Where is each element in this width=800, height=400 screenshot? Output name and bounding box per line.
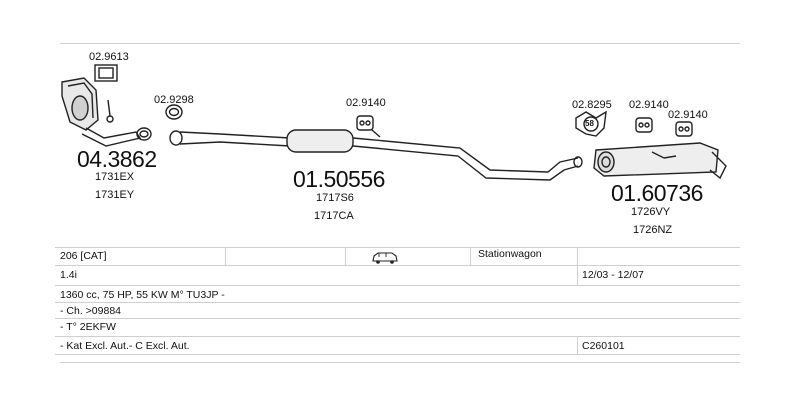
chassis-cell: - Ch. >09884	[60, 305, 122, 317]
row-line	[55, 247, 740, 248]
rubber-badge: 58	[585, 119, 594, 128]
rear-code-2: 1726NZ	[633, 224, 673, 236]
gasket-icon[interactable]	[94, 64, 118, 82]
clamp-icon[interactable]	[136, 127, 152, 141]
code-clamp-left[interactable]: 02.9298	[154, 94, 194, 106]
note-cell: - Kat Excl. Aut.- C Excl. Aut.	[60, 340, 190, 352]
exhaust-drawing	[61, 64, 727, 181]
cat-code-2: 1731EY	[95, 189, 135, 201]
code-rubber[interactable]: 02.8295	[572, 99, 612, 111]
col-line	[470, 247, 471, 265]
catalog-cell: C260101	[582, 340, 625, 352]
hanger-right2-icon[interactable]	[675, 121, 693, 137]
cat-code-1: 1731EX	[95, 171, 135, 183]
part-number-rear[interactable]: 01.60736	[611, 180, 703, 206]
middle-code-2: 1717CA	[314, 210, 354, 222]
spec-cell: 1360 cc, 75 HP, 55 KW M° TU3JP -	[60, 289, 225, 301]
catalytic-converter-icon[interactable]	[61, 77, 142, 147]
rear-code-1: 1726VY	[631, 206, 671, 218]
exhaust-diagram: 02.9613 02.9298 02.9140 02.8295 02.9140 …	[61, 51, 727, 236]
col-line	[577, 336, 578, 354]
col-line	[225, 247, 226, 265]
type-cell: - T° 2EKFW	[60, 321, 116, 333]
col-line	[577, 247, 578, 285]
engine-cell: 1.4i	[60, 269, 77, 281]
years-cell: 12/03 - 12/07	[582, 269, 644, 281]
part-number-middle[interactable]: 01.50556	[293, 166, 385, 192]
code-hanger-right2[interactable]: 02.9140	[668, 109, 708, 121]
top-divider	[60, 43, 740, 44]
row-line	[55, 318, 740, 319]
code-hanger-right1[interactable]: 02.9140	[629, 99, 669, 111]
row-line	[55, 285, 740, 286]
row-line	[55, 265, 740, 266]
part-number-cat[interactable]: 04.3862	[77, 146, 157, 172]
body-type-cell: Stationwagon	[478, 248, 542, 260]
code-hanger-mid[interactable]: 02.9140	[346, 97, 386, 109]
code-gasket-left[interactable]: 02.9613	[89, 51, 129, 63]
row-line	[55, 354, 740, 355]
model-cell: 206 [CAT]	[60, 250, 107, 262]
middle-pipe-icon[interactable]	[169, 129, 583, 181]
col-line	[345, 247, 346, 265]
bottom-divider	[60, 362, 740, 363]
hanger-right1-icon[interactable]	[635, 117, 653, 133]
rear-silencer-icon[interactable]	[593, 142, 727, 180]
row-line	[55, 336, 740, 337]
row-line	[55, 302, 740, 303]
middle-code-1: 1717S6	[316, 192, 354, 204]
car-icon	[372, 251, 398, 269]
hanger-mid-icon[interactable]	[356, 115, 381, 138]
rubber-mount-icon[interactable]	[575, 110, 607, 137]
clamp-ring-icon[interactable]	[165, 104, 183, 120]
